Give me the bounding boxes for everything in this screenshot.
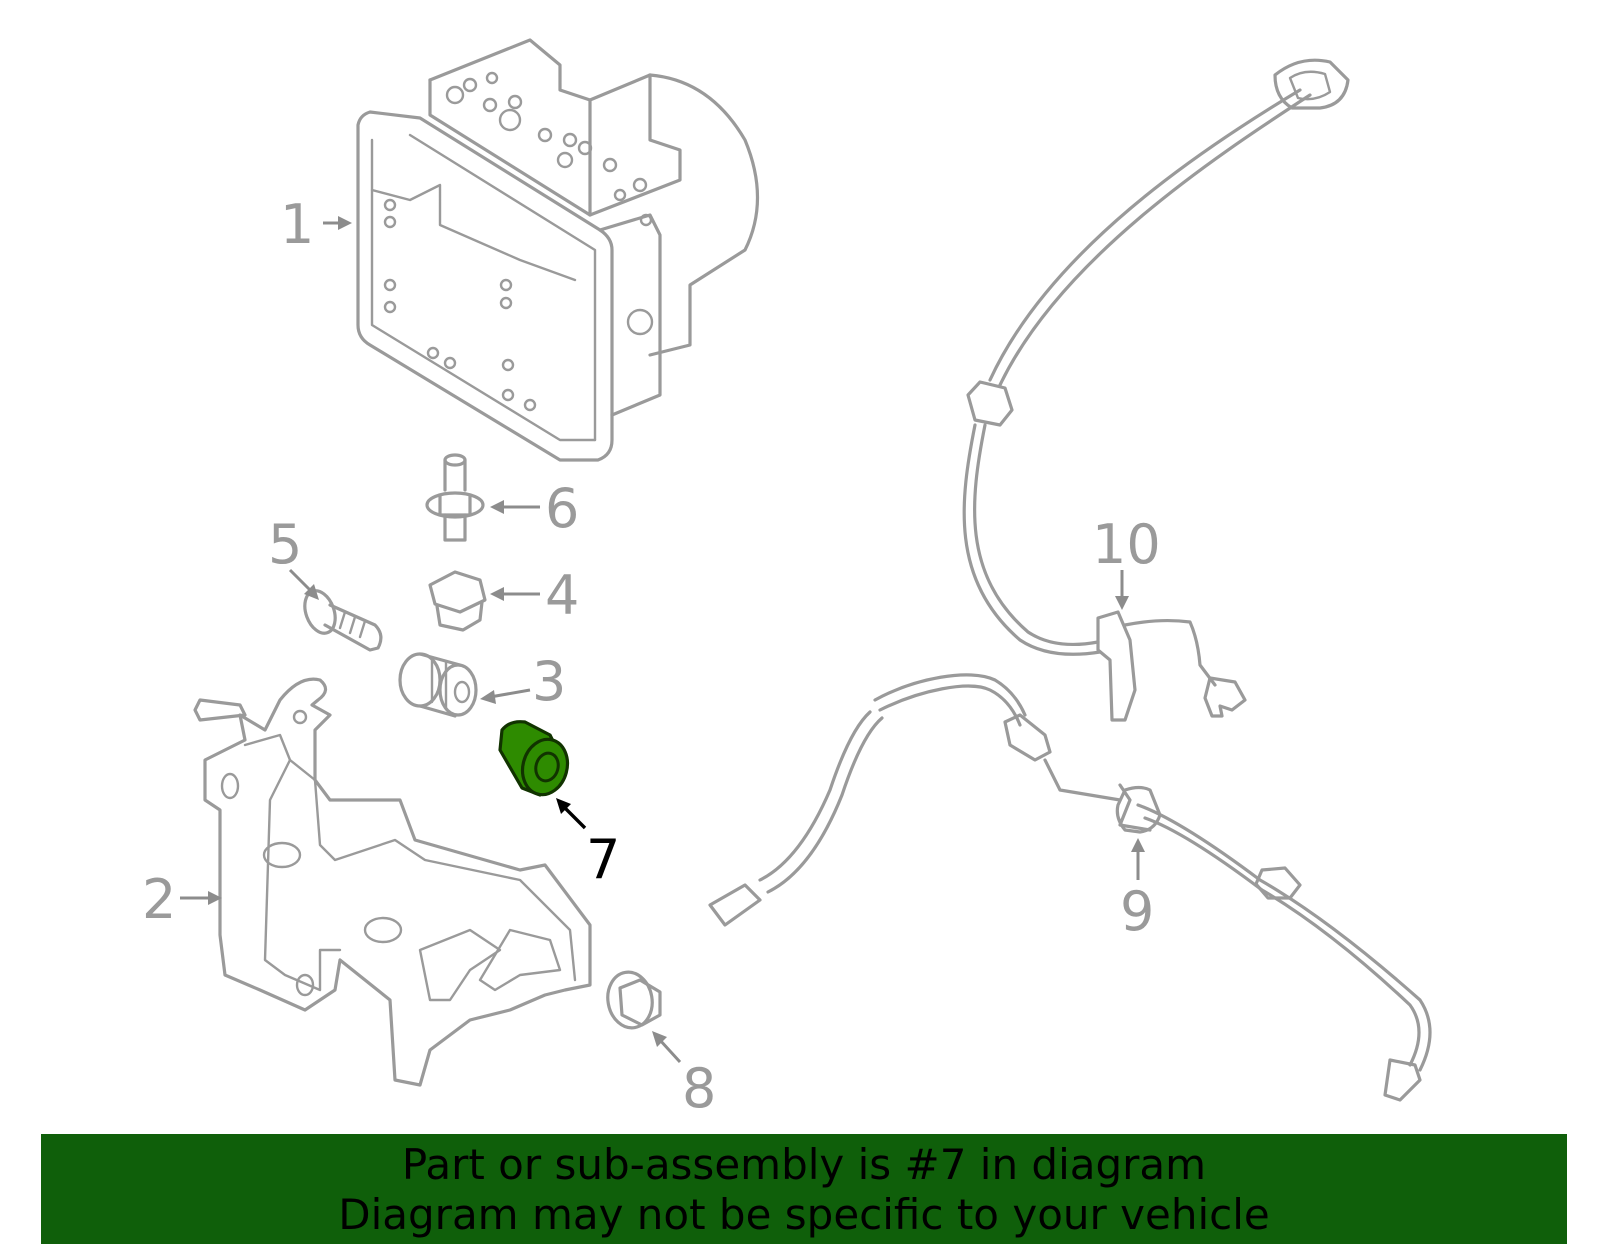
bracket-part-2[interactable]	[193, 677, 592, 1087]
callout-3: 3	[480, 650, 566, 713]
callout-1-label: 1	[280, 193, 314, 256]
hex-nut-part-4[interactable]	[428, 570, 487, 632]
info-banner: Part or sub-assembly is #7 in diagram Di…	[41, 1134, 1567, 1244]
callout-5: 5	[268, 513, 319, 600]
callout-10: 10	[1092, 513, 1161, 610]
abs-module-part-1[interactable]	[356, 38, 759, 462]
flange-nut-part-8[interactable]	[603, 969, 662, 1032]
banner-disclaimer-line: Diagram may not be specific to your vehi…	[338, 1190, 1270, 1239]
callout-2-label: 2	[142, 868, 176, 931]
banner-part-line: Part or sub-assembly is #7 in diagram	[401, 1140, 1207, 1189]
callout-7: 7	[556, 798, 620, 891]
callout-4-label: 4	[545, 564, 579, 627]
callout-9: 9	[1120, 838, 1154, 943]
bushing-part-7-highlighted[interactable]	[498, 720, 573, 800]
callout-9-label: 9	[1120, 880, 1154, 943]
grommet-part-3[interactable]	[398, 652, 478, 718]
callout-8-label: 8	[682, 1057, 716, 1120]
callout-6: 6	[490, 477, 579, 540]
harness-part-9[interactable]	[708, 673, 1432, 1102]
stud-part-6[interactable]	[425, 453, 485, 542]
parts-diagram: 1 2 3 4 5 6 7 8 9 10	[142, 38, 1432, 1120]
callout-1: 1	[280, 193, 352, 256]
callout-6-label: 6	[545, 477, 579, 540]
callout-8: 8	[652, 1031, 716, 1120]
callout-10-label: 10	[1092, 513, 1161, 576]
callout-2: 2	[142, 868, 222, 931]
callout-4: 4	[490, 564, 579, 627]
harness-part-10[interactable]	[962, 58, 1350, 722]
callout-5-label: 5	[268, 513, 302, 576]
callout-3-label: 3	[532, 650, 566, 713]
callout-7-label: 7	[586, 828, 620, 891]
